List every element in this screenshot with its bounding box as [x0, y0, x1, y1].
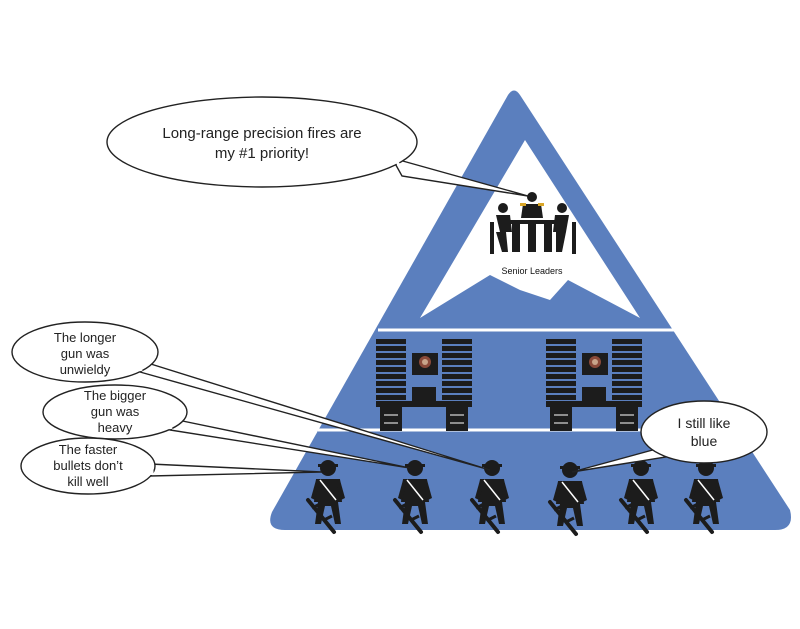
speech-bubble-blue: I still like blue: [571, 400, 768, 473]
bubble-line: Long-range precision fires are: [162, 125, 361, 142]
bubble-line: The faster: [59, 442, 118, 457]
bubble-line: bullets don’t: [53, 458, 123, 473]
speech-bubble-longer-gun: The longer gun was unwieldy: [11, 321, 491, 471]
bubble-line: The longer: [54, 330, 117, 345]
bubble-line: blue: [691, 433, 718, 449]
senior-leaders-icon: [490, 192, 576, 254]
bubble-line: I still like: [678, 415, 731, 431]
bubble-line: heavy: [98, 420, 133, 435]
speech-bubble-leader: Long-range precision fires are my #1 pri…: [106, 96, 529, 197]
bubble-line: gun was: [91, 404, 140, 419]
bubble-line: kill well: [67, 474, 108, 489]
bubble-line: unwieldy: [60, 362, 111, 377]
speech-bubble-bigger-gun: The bigger gun was heavy: [42, 384, 411, 469]
bubble-line: The bigger: [84, 388, 147, 403]
bubble-line: gun was: [61, 346, 110, 361]
senior-leaders-label: Senior Leaders: [501, 266, 563, 276]
bubble-line: my #1 priority!: [215, 145, 309, 162]
speech-bubble-faster-bullets: The faster bullets don’t kill well: [20, 437, 323, 495]
